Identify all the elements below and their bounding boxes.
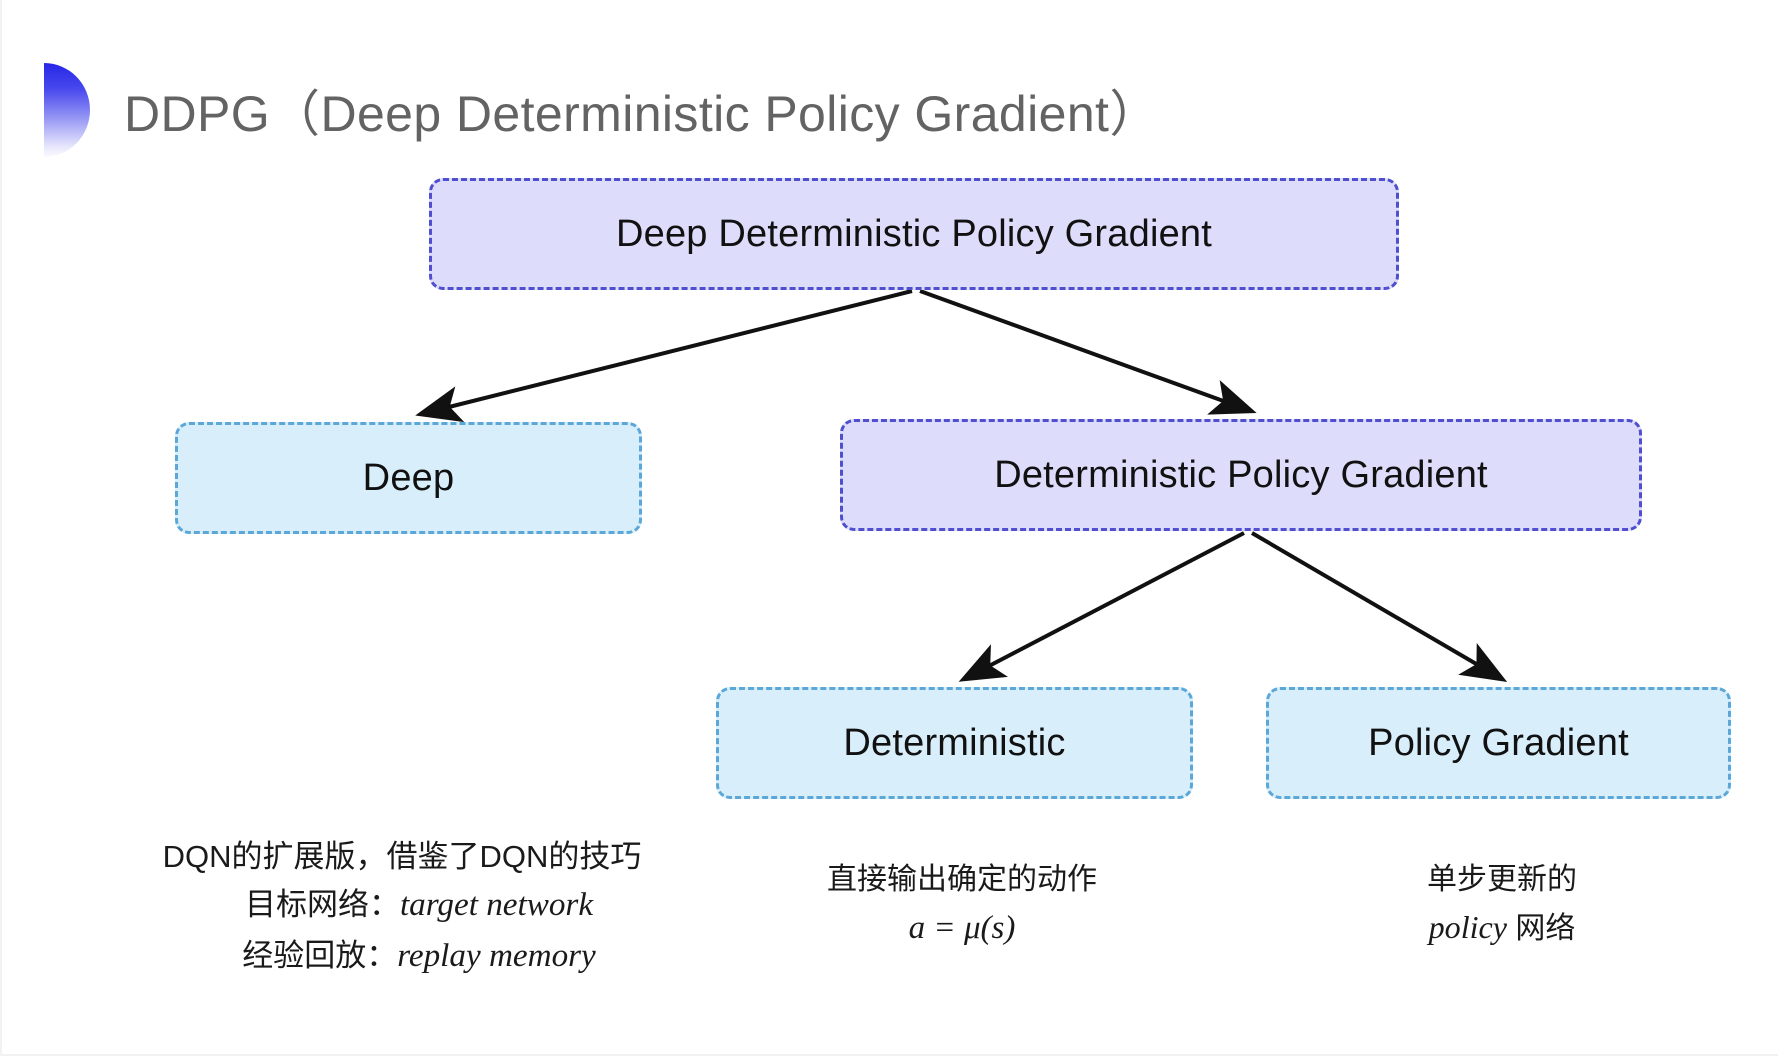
caption-policy-gradient-term: policy [1428, 908, 1508, 945]
caption-policy-gradient-line2: policy 网络 [1322, 903, 1682, 952]
caption-deep-line3: 经验回放：replay memory [82, 931, 722, 981]
arrow-root-to-deep [415, 289, 913, 423]
caption-policy-gradient-line1: 单步更新的 [1427, 863, 1577, 896]
arrow-root-to-dpg [919, 289, 1257, 415]
caption-deep-line2: 目标网络：target network [82, 880, 722, 930]
caption-deterministic-line1: 直接输出确定的动作 [827, 863, 1097, 896]
arrow-dpg-to-deterministic [958, 531, 1245, 682]
node-deterministic-policy-gradient[interactable]: Deterministic Policy Gradient [840, 419, 1642, 531]
node-deep[interactable]: Deep [175, 422, 642, 534]
caption-deep-line2-label: 目标网络： [244, 887, 400, 923]
page-title: DDPG（Deep Deterministic Policy Gradient） [124, 86, 1160, 142]
caption-deep-line3-label: 经验回放： [242, 937, 398, 973]
node-deep-deterministic-policy-gradient[interactable]: Deep Deterministic Policy Gradient [429, 178, 1399, 290]
node-policy-gradient[interactable]: Policy Gradient [1266, 687, 1731, 799]
caption-deep-line1: DQN的扩展版，借鉴了DQN的技巧 [162, 839, 642, 874]
caption-deterministic-formula: a = μ(s) [908, 909, 1016, 946]
caption-policy-gradient-suffix: 网络 [1507, 911, 1576, 945]
caption-deep-line3-term: replay memory [397, 936, 596, 974]
node-deterministic[interactable]: Deterministic [716, 687, 1193, 799]
caption-deep-line2-term: target network [399, 886, 594, 924]
arrow-dpg-to-policy-gradient [1250, 531, 1508, 683]
caption-deep: DQN的扩展版，借鉴了DQN的技巧 目标网络：target network 经验… [82, 833, 722, 981]
half-circle-gradient-bullet-icon [44, 63, 90, 157]
caption-policy-gradient: 单步更新的 policy 网络 [1322, 857, 1682, 951]
caption-deterministic: 直接输出确定的动作 a = μ(s) [762, 857, 1162, 953]
slide-title-row: DDPG（Deep Deterministic Policy Gradient） [2, 62, 1160, 158]
